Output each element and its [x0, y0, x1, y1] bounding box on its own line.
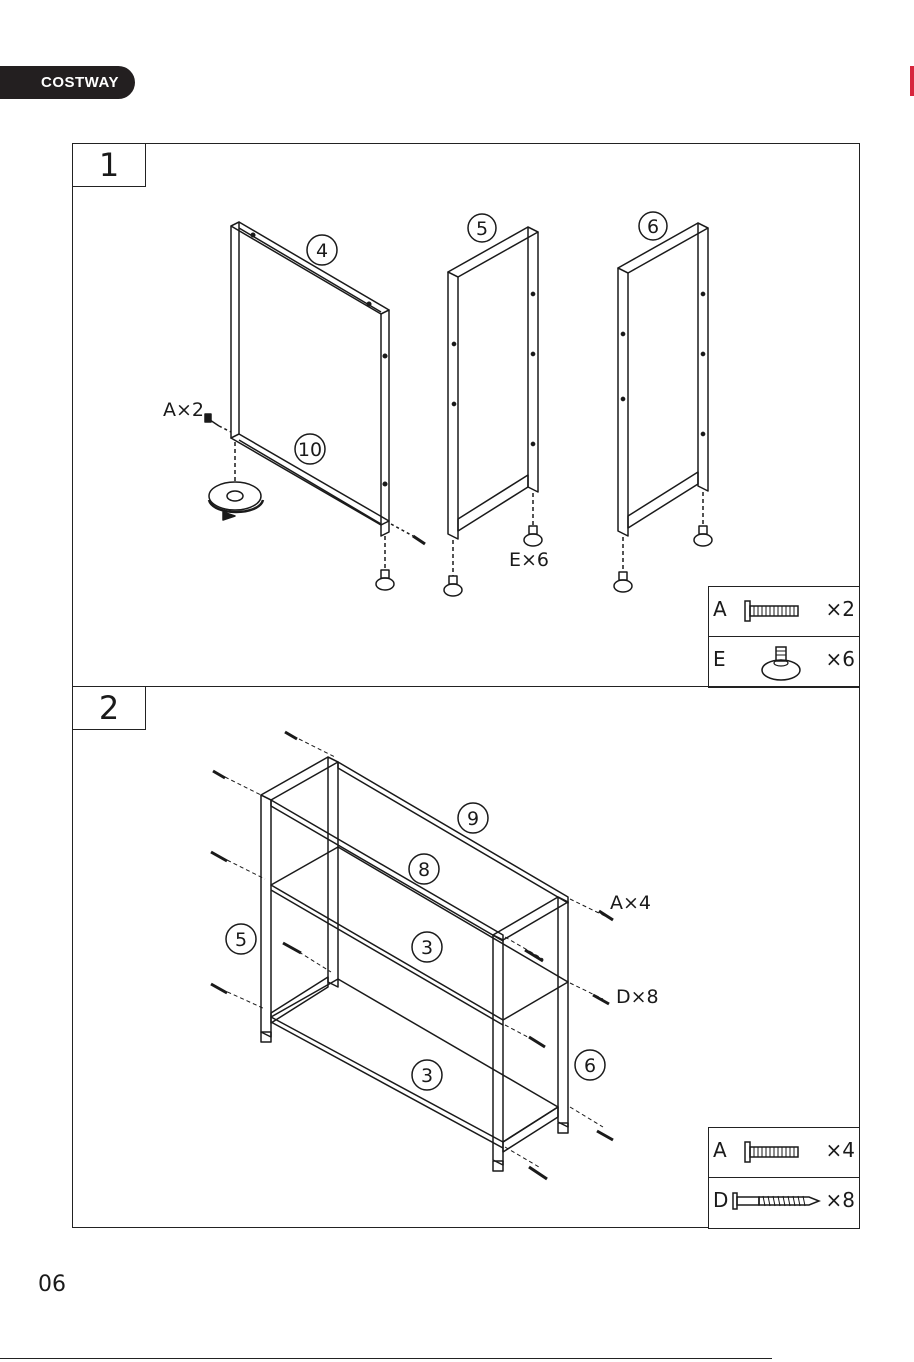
bolt-a-right	[391, 524, 425, 544]
callout-part-6: 6	[647, 216, 659, 238]
leveling-foot-1	[376, 536, 394, 590]
step-1-panel: 1	[72, 143, 860, 687]
step-2-hardware-legend: A ×4 D	[708, 1127, 860, 1229]
frame-part-5	[261, 757, 338, 1042]
rotation-detail	[209, 442, 263, 520]
legend-letter: A	[713, 597, 727, 621]
step-1-hardware-legend: A ×2 E	[708, 586, 860, 688]
legend-qty: ×8	[826, 1188, 855, 1212]
callout-part-10: 10	[298, 439, 322, 461]
leveling-foot-icon	[749, 643, 829, 683]
legend-qty: ×4	[826, 1138, 855, 1162]
callout-part-4: 4	[316, 240, 328, 262]
callout-part-3-upper: 3	[421, 937, 433, 959]
legend-letter: D	[713, 1188, 728, 1212]
callout-part-5: 5	[476, 218, 488, 240]
legend-qty: ×2	[826, 597, 855, 621]
shelf-part-3-lower	[271, 979, 558, 1148]
leveling-foot-3	[524, 493, 542, 546]
frame-part-6	[618, 223, 708, 536]
bottom-rule	[0, 1358, 772, 1359]
frame-part-4	[231, 222, 389, 536]
brand-name: COSTWAY	[41, 74, 119, 91]
leveling-foot-2	[444, 540, 462, 596]
callout-part-6: 6	[584, 1055, 596, 1077]
callout-part-3-lower: 3	[421, 1065, 433, 1087]
callout-part-8: 8	[418, 859, 430, 881]
screw-icon	[731, 1184, 821, 1220]
legend-row-d: D ×8	[709, 1178, 859, 1228]
step-2-panel: 2	[72, 686, 860, 1228]
frame-part-5	[448, 227, 538, 539]
legend-row-a: A ×2	[709, 587, 859, 637]
leveling-foot-5	[694, 492, 712, 546]
legend-letter: A	[713, 1138, 727, 1162]
bolt-a-left	[205, 414, 231, 432]
qty-label-a: A×4	[610, 892, 651, 914]
legend-row-a: A ×4	[709, 1128, 859, 1178]
legend-qty: ×6	[826, 647, 855, 671]
legend-letter: E	[713, 647, 726, 671]
qty-label-a: A×2	[163, 399, 204, 421]
callout-part-9: 9	[467, 808, 479, 830]
qty-label-d: D×8	[616, 986, 659, 1008]
edge-marker	[910, 66, 914, 96]
bolt-icon	[737, 593, 807, 629]
bolt-icon	[737, 1134, 807, 1170]
qty-label-e: E×6	[509, 549, 549, 571]
leveling-foot-4	[614, 537, 632, 592]
page-number: 06	[38, 1272, 66, 1297]
legend-row-e: E ×6	[709, 637, 859, 687]
rail-part-9	[338, 762, 568, 903]
brand-logo: COSTWAY	[0, 66, 135, 99]
frame-part-6	[493, 897, 568, 1171]
callout-part-5: 5	[235, 929, 247, 951]
